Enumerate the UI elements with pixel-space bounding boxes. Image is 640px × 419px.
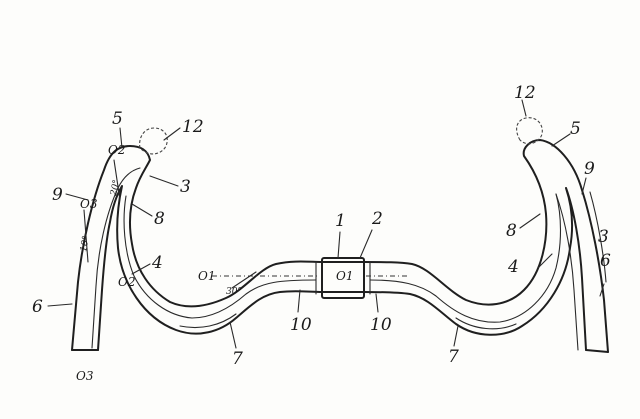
leader-7-left	[229, 321, 237, 349]
label-7-left: 7	[232, 349, 243, 369]
label-o1-center: O1	[336, 269, 353, 283]
leader-2	[359, 229, 373, 259]
label-o3-bottom: O3	[76, 369, 94, 383]
label-10-left: 10	[290, 315, 312, 335]
leader-8-left	[131, 203, 153, 217]
reference-labels: 1 2 3 3 4 4 5 5 6 6 7 7 8 8 9 9 10 10 12…	[32, 83, 611, 383]
label-3-left: 3	[180, 177, 191, 197]
underside-line-right	[455, 317, 517, 330]
label-10-right: 10	[370, 315, 392, 335]
underside-line	[179, 313, 237, 329]
label-o2-mid: O2	[118, 275, 135, 289]
label-8-right: 8	[506, 221, 517, 241]
angle-10-line	[83, 209, 89, 263]
center-lines	[83, 159, 607, 289]
leader-8-right	[519, 213, 541, 229]
right-drop-bracket	[589, 191, 607, 283]
right-brake-lever	[516, 117, 543, 145]
handlebar-outline	[71, 139, 609, 353]
leader-9-right	[581, 177, 587, 195]
center-clamp-sleeve	[321, 257, 365, 299]
label-7-right: 7	[448, 347, 459, 367]
leader-12-left	[163, 127, 181, 141]
right-end-cap	[585, 349, 609, 353]
inner-curve-right	[369, 193, 561, 323]
label-9-right: 9	[584, 159, 595, 179]
inner-line-right	[555, 193, 579, 351]
inner-curve-left	[123, 195, 317, 319]
leader-5-right	[551, 133, 571, 147]
brake-lever-ghosts	[139, 117, 543, 155]
leader-5-left	[119, 127, 123, 149]
label-12-left: 12	[182, 117, 204, 137]
leader-10-right	[375, 293, 379, 313]
label-2: 2	[371, 209, 383, 229]
leader-12-right	[521, 99, 527, 117]
leader-4-left	[131, 263, 151, 275]
label-1: 1	[335, 211, 346, 231]
label-angle-20: 20°	[109, 179, 122, 198]
leader-9-left	[65, 193, 89, 201]
leader-6-left	[47, 303, 73, 307]
angle-30-line	[231, 271, 257, 289]
label-6-right: 6	[600, 251, 611, 271]
leader-3-left	[149, 175, 179, 187]
angle-20-line	[113, 159, 121, 201]
label-angle-30: 30°	[226, 287, 242, 297]
handlebar-top-contour	[71, 139, 609, 353]
handlebar-detail-lines	[91, 167, 579, 351]
inner-line-left	[91, 167, 141, 349]
label-9-left: 9	[52, 185, 63, 205]
label-5-right: 5	[570, 119, 581, 139]
leader-7-right	[453, 325, 459, 347]
leader-1	[337, 231, 341, 259]
label-o2-top: O2	[108, 143, 125, 157]
label-o3-mid: O3	[80, 197, 98, 211]
leader-6-right	[599, 283, 605, 297]
left-brake-lever	[139, 127, 168, 155]
label-o1-left: O1	[198, 269, 215, 283]
leader-4-right	[537, 253, 553, 269]
label-6-left: 6	[32, 297, 43, 317]
label-12-right: 12	[514, 83, 536, 103]
label-4-left: 4	[151, 253, 163, 273]
label-3-right: 3	[598, 227, 609, 247]
leader-lines	[47, 99, 605, 349]
label-8-left: 8	[154, 209, 165, 229]
label-4-right: 4	[507, 257, 519, 277]
leader-10-left	[297, 289, 301, 313]
label-angle-10: 10°	[79, 235, 92, 252]
label-5-left: 5	[112, 109, 123, 129]
